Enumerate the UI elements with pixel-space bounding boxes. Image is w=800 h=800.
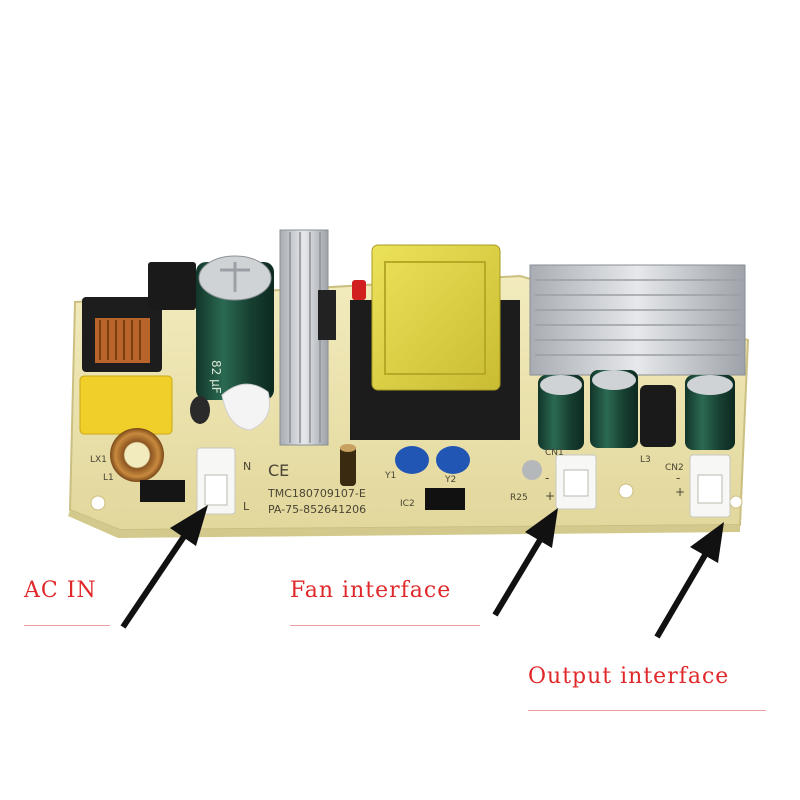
mounting-hole xyxy=(618,483,634,499)
arrow-ac-in xyxy=(120,533,188,629)
arrow-fan xyxy=(492,538,543,617)
small-capacitor xyxy=(340,446,356,486)
silk-model-1: TMC180709107-E xyxy=(267,487,366,500)
transformer xyxy=(371,244,501,391)
output-capacitor-1 xyxy=(538,375,584,450)
mounting-hole xyxy=(729,495,743,509)
silk-out-minus: - xyxy=(676,471,680,485)
toroid-inductor xyxy=(110,428,164,482)
thermistor xyxy=(190,396,210,424)
silk-l3: L3 xyxy=(640,455,651,465)
silk-l: L xyxy=(243,500,250,513)
white-glue xyxy=(221,383,270,431)
output-interface-underline xyxy=(528,710,766,711)
black-component xyxy=(148,262,196,310)
output-inductor xyxy=(640,385,676,447)
silk-fan-minus: - xyxy=(545,471,549,485)
ac-in-underline xyxy=(24,625,110,626)
pcb-edge xyxy=(68,510,740,538)
output-interface-label: Output interface xyxy=(528,664,730,689)
silk-n: N xyxy=(243,460,251,473)
silk-cn2: CN2 xyxy=(665,463,684,473)
red-led xyxy=(352,280,366,300)
silk-model-2: PA-75-852641206 xyxy=(268,503,366,516)
arrow-output xyxy=(654,553,708,639)
ic2-chip xyxy=(425,488,465,510)
silk-out-plus: + xyxy=(675,485,685,499)
fuse xyxy=(140,480,185,502)
silk-fan-plus: + xyxy=(545,489,555,503)
silk-l1: L1 xyxy=(103,473,114,483)
silk-y1: Y1 xyxy=(384,471,396,481)
silk-r25: R25 xyxy=(510,493,528,503)
silk-y2: Y2 xyxy=(444,475,456,485)
x-capacitor xyxy=(79,375,173,435)
silk-ic2: IC2 xyxy=(400,499,415,509)
r25-component xyxy=(522,460,542,480)
y-capacitor-2 xyxy=(436,446,470,474)
fan-interface-underline xyxy=(290,625,480,626)
ac-in-label: AC IN xyxy=(24,578,97,603)
right-heatsink xyxy=(529,264,746,376)
arrows xyxy=(120,505,724,639)
output-capacitor-2 xyxy=(590,370,638,448)
capacitor-rating-text: 82 μF xyxy=(209,360,223,394)
fan-interface-label: Fan interface xyxy=(290,578,452,603)
silk-cn1: CN1 xyxy=(545,448,564,458)
silk-lx1: LX1 xyxy=(90,455,107,465)
mounting-hole xyxy=(90,495,106,511)
silk-ce: CE xyxy=(268,461,289,480)
output-capacitor-3 xyxy=(685,375,735,450)
y-capacitor-1 xyxy=(395,446,429,474)
